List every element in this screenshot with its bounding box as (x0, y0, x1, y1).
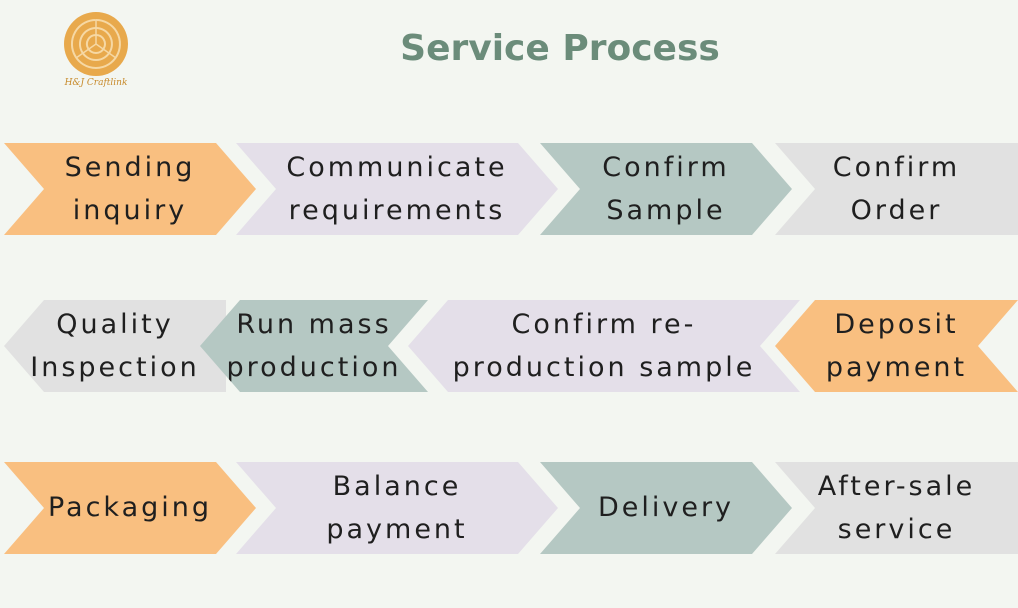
logo-text: H&J Craftlink (64, 78, 128, 88)
process-row-2: Quality Inspection Run mass production C… (0, 300, 1018, 392)
step-quality-inspection: Quality Inspection (4, 300, 226, 392)
step-balance-payment: Balance payment (236, 462, 558, 554)
step-confirm-sample: Confirm Sample (540, 143, 792, 235)
brand-logo: H&J Craftlink (48, 8, 144, 98)
step-confirm-reproduction-sample: Confirm re- production sample (408, 300, 800, 392)
process-row-3: Packaging Balance payment Delivery After… (0, 462, 1018, 554)
step-communicate-requirements: Communicate requirements (236, 143, 558, 235)
step-run-mass-production: Run mass production (200, 300, 428, 392)
shell-icon (64, 12, 128, 76)
step-after-sale-service: After-sale service (775, 462, 1018, 554)
step-packaging: Packaging (4, 462, 256, 554)
step-delivery: Delivery (540, 462, 792, 554)
step-sending-inquiry: Sending inquiry (4, 143, 256, 235)
step-confirm-order: Confirm Order (775, 143, 1018, 235)
page-title: Service Process (400, 28, 720, 69)
process-row-1: Sending inquiry Communicate requirements… (0, 143, 1018, 235)
step-deposit-payment: Deposit payment (775, 300, 1018, 392)
